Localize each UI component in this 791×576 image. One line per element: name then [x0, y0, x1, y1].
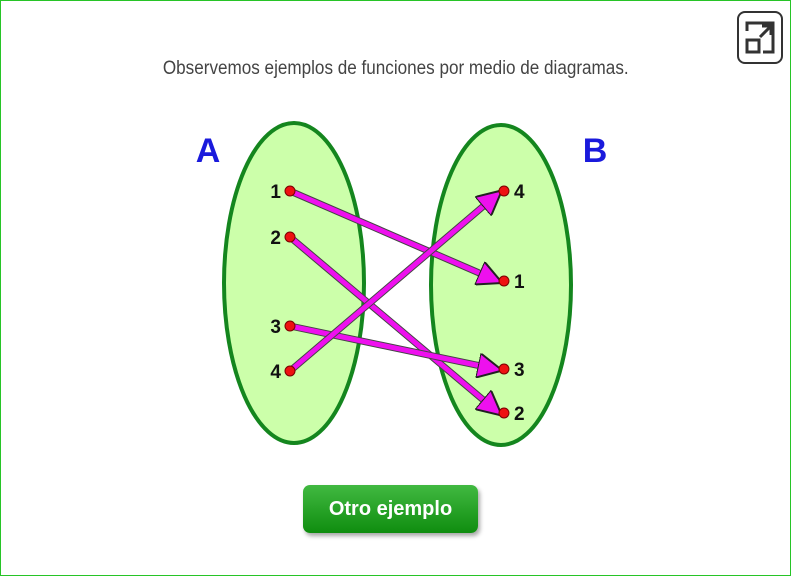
set-a-point [284, 231, 296, 243]
mapping-arrows [287, 187, 500, 414]
set-b-point [498, 407, 510, 419]
set-b-point [498, 185, 510, 197]
intro-text: Observemos ejemplos de funciones por med… [162, 58, 629, 79]
set-b-element-label: 4 [514, 182, 525, 203]
set-a-element-label: 4 [270, 362, 281, 383]
fullscreen-button[interactable] [737, 11, 783, 64]
set-b-element-label: 2 [514, 404, 525, 425]
set-a-ellipse [222, 121, 366, 445]
set-a-point [284, 185, 296, 197]
set-b-element-label: 3 [514, 360, 525, 381]
mapping-arrow-4-to-4 [288, 192, 500, 373]
set-b-point [498, 275, 510, 287]
function-diagram: A B 1 2 3 4 4 1 3 2 [196, 121, 608, 447]
set-a-element-label: 3 [270, 317, 281, 338]
mapping-arrow-3-to-3 [289, 323, 500, 370]
otro-ejemplo-button[interactable]: Otro ejemplo [303, 485, 478, 533]
set-a-point [284, 320, 296, 332]
set-a-point [284, 365, 296, 377]
set-b-point [498, 363, 510, 375]
set-a-element-label: 1 [270, 182, 281, 203]
mapping-arrow-1-to-1 [289, 188, 500, 282]
set-a-element-label: 2 [270, 228, 281, 249]
element-points: 1 2 3 4 4 1 3 2 [270, 182, 525, 425]
set-b-element-label: 1 [514, 272, 525, 293]
set-a-label: A [196, 132, 221, 170]
expand-icon [745, 21, 775, 54]
set-b-label: B [583, 132, 608, 170]
mapping-arrow-2-to-2 [288, 235, 500, 414]
